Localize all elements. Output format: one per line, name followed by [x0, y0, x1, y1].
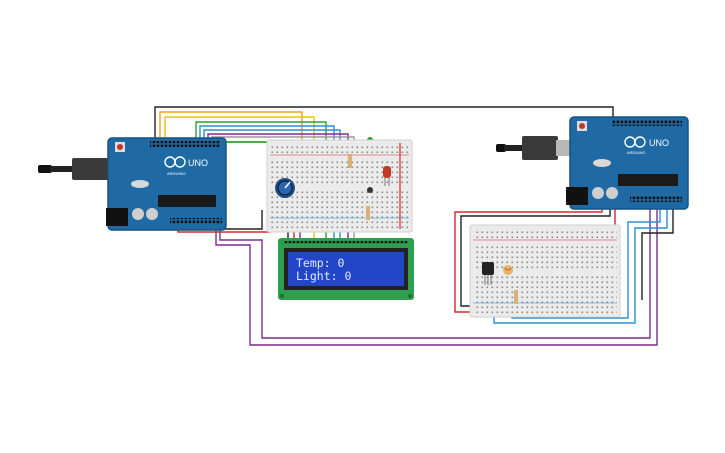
red-led: [383, 166, 391, 186]
arduino-right-brand: UNO: [649, 138, 669, 148]
lcd-line-1: Temp: 0: [296, 256, 345, 270]
breadboard-bottom: [469, 224, 621, 318]
usb-cable-right: [496, 136, 570, 160]
potentiometer[interactable]: [275, 178, 295, 198]
wire-black-right: [460, 205, 611, 307]
microcontroller-chip-right: [618, 174, 678, 186]
power-jack-right: [566, 187, 588, 205]
photoresistor: [503, 265, 513, 275]
arduino-left-brand: UNO: [188, 158, 208, 168]
wire-black-top: [154, 106, 614, 140]
wire-black-right-2: [641, 205, 674, 300]
arduino-uno-right[interactable]: UNO ARDUINO: [566, 116, 689, 210]
wire-purple-3: [219, 200, 651, 339]
resistor-top: [348, 154, 370, 220]
resistor-bottom: [514, 290, 518, 304]
diode-small: [367, 187, 373, 193]
wire-purple-2: [215, 200, 658, 346]
microcontroller-chip: [158, 195, 216, 207]
lcd-16x2: Temp: 0 Light: 0: [278, 238, 414, 300]
arduino-left-sub: ARDUINO: [167, 171, 185, 176]
temperature-sensor: [482, 262, 494, 285]
power-jack-left: [106, 208, 128, 226]
arduino-uno-left[interactable]: UNO ARDUINO: [106, 137, 227, 231]
lcd-screen: [288, 252, 404, 286]
wire-orange-1: [159, 111, 303, 160]
arduino-right-sub: ARDUINO: [627, 150, 645, 155]
breadboard-top: [266, 139, 413, 233]
lcd-line-2: Light: 0: [296, 269, 351, 283]
